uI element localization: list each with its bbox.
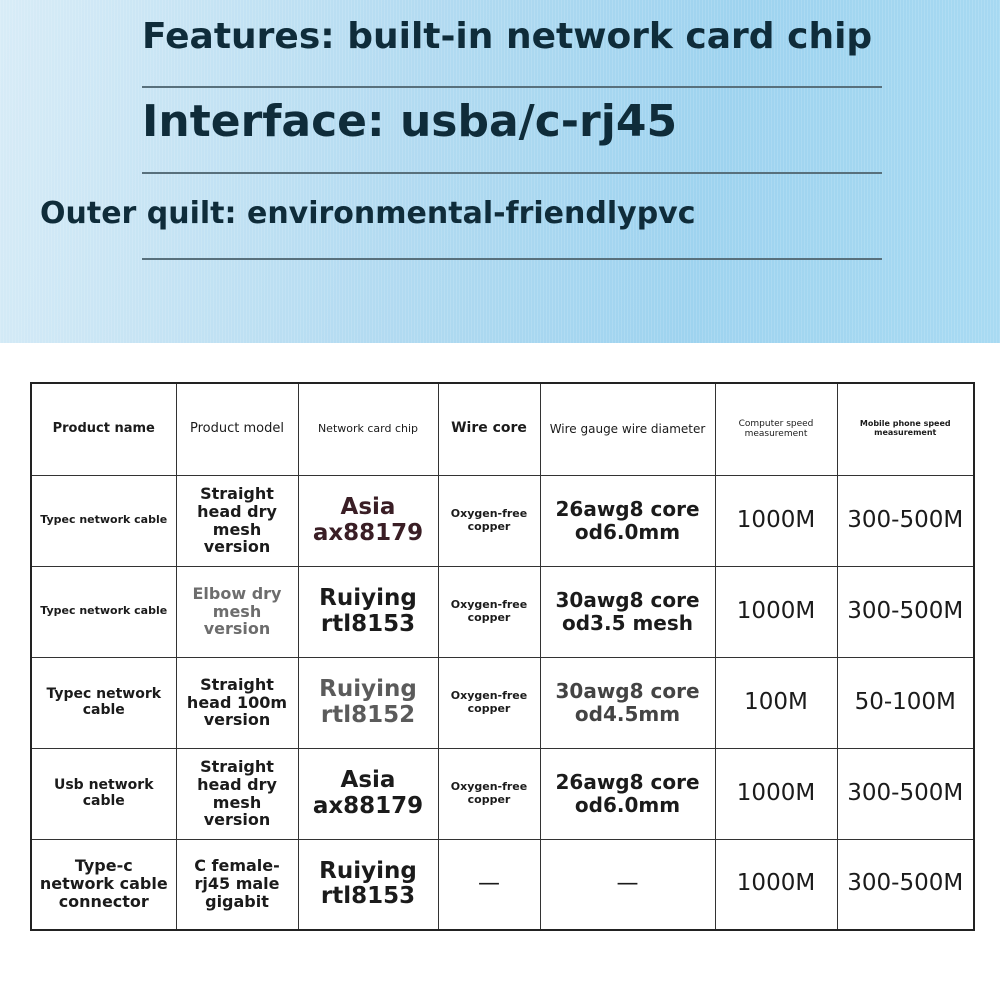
outer-quilt-heading: Outer quilt: environmental-friendlypvc	[40, 196, 696, 231]
cell-network-card-chip: Ruiying rtl8153	[297, 565, 439, 658]
cell-product-model: C female-rj45 male gigabit	[175, 838, 299, 931]
cell-computer-speed: 1000M	[714, 747, 838, 840]
cell-wire-gauge: 26awg8 core od6.0mm	[539, 747, 716, 840]
cell-product-name: Typec network cable	[30, 656, 177, 749]
cell-mobile-speed: 300-500M	[836, 474, 975, 567]
header-product-model: Product model	[175, 382, 299, 476]
cell-network-card-chip: Asia ax88179	[297, 474, 439, 567]
cell-computer-speed: 1000M	[714, 838, 838, 931]
cell-product-model: Straight head dry mesh version	[175, 747, 299, 840]
table-row: Type-c network cable connector C female-…	[30, 838, 975, 931]
cell-computer-speed: 1000M	[714, 565, 838, 658]
cell-network-card-chip: Ruiying rtl8152	[297, 656, 439, 749]
cell-mobile-speed: 300-500M	[836, 838, 975, 931]
table-row: Usb network cable Straight head dry mesh…	[30, 747, 975, 840]
header-wire-gauge: Wire gauge wire diameter	[539, 382, 716, 476]
cell-wire-core: Oxygen-free copper	[437, 747, 541, 840]
header-product-name: Product name	[30, 382, 177, 476]
header-network-card-chip: Network card chip	[297, 382, 439, 476]
spec-table: Product name Product model Network card …	[30, 382, 975, 931]
cell-network-card-chip: Asia ax88179	[297, 747, 439, 840]
header-wire-core: Wire core	[437, 382, 541, 476]
cell-product-name: Type-c network cable connector	[30, 838, 177, 931]
header-mobile-speed: Mobile phone speed measurement	[836, 382, 975, 476]
table-row: Typec network cable Straight head dry me…	[30, 474, 975, 567]
cell-computer-speed: 1000M	[714, 474, 838, 567]
cell-product-name: Typec network cable	[30, 565, 177, 658]
features-heading: Features: built-in network card chip	[142, 16, 873, 57]
table-row: Typec network cable Elbow dry mesh versi…	[30, 565, 975, 658]
cell-computer-speed: 100M	[714, 656, 838, 749]
cell-product-name: Typec network cable	[30, 474, 177, 567]
cell-wire-gauge: 30awg8 core od3.5 mesh	[539, 565, 716, 658]
cell-wire-core: —	[437, 838, 541, 931]
cell-mobile-speed: 300-500M	[836, 565, 975, 658]
interface-heading: Interface: usba/c-rj45	[142, 96, 678, 147]
divider	[142, 86, 882, 88]
cell-network-card-chip: Ruiying rtl8153	[297, 838, 439, 931]
divider	[142, 258, 882, 260]
cell-product-model: Straight head dry mesh version	[175, 474, 299, 567]
cell-mobile-speed: 300-500M	[836, 747, 975, 840]
cell-product-name: Usb network cable	[30, 747, 177, 840]
cell-wire-core: Oxygen-free copper	[437, 565, 541, 658]
cell-mobile-speed: 50-100M	[836, 656, 975, 749]
cell-product-model: Straight head 100m version	[175, 656, 299, 749]
header-computer-speed: Computer speed measurement	[714, 382, 838, 476]
banner-texture	[0, 0, 1000, 343]
cell-wire-core: Oxygen-free copper	[437, 656, 541, 749]
header-banner	[0, 0, 1000, 343]
cell-product-model: Elbow dry mesh version	[175, 565, 299, 658]
cell-wire-gauge: —	[539, 838, 716, 931]
table-row: Typec network cable Straight head 100m v…	[30, 656, 975, 749]
divider	[142, 172, 882, 174]
cell-wire-gauge: 30awg8 core od4.5mm	[539, 656, 716, 749]
table-header-row: Product name Product model Network card …	[30, 382, 975, 476]
cell-wire-core: Oxygen-free copper	[437, 474, 541, 567]
cell-wire-gauge: 26awg8 core od6.0mm	[539, 474, 716, 567]
